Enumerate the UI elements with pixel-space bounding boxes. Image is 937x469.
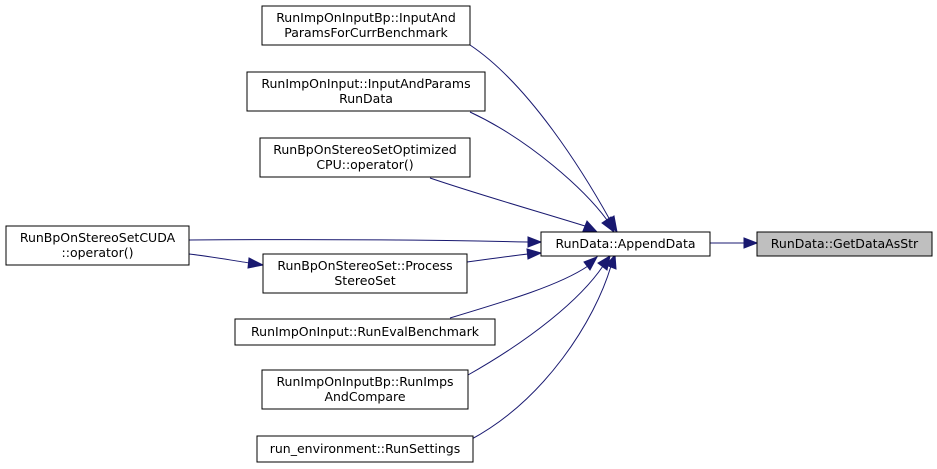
node-runimpscompare[interactable]: RunImpOnInputBp::RunImps AndCompare xyxy=(261,369,469,410)
node-label-line1: RunBpOnStereoSet::Process xyxy=(277,258,452,273)
node-appenddata[interactable]: RunData::AppendData xyxy=(540,231,711,257)
node-label-line2: StereoSet xyxy=(334,273,395,288)
edge-optimizedcpu-to-appenddata xyxy=(429,177,599,233)
node-getdataasstr[interactable]: RunData::GetDataAsStr xyxy=(756,231,933,257)
node-label-line2: RunData xyxy=(339,91,393,106)
edge-appenddata-to-getdataasstr xyxy=(710,237,759,249)
node-inputparamsrundata[interactable]: RunImpOnInput::InputAndParams RunData xyxy=(246,71,486,112)
node-label: RunImpOnInput::RunEvalBenchmark xyxy=(251,324,480,339)
edge-inputparamsrundata-to-appenddata xyxy=(469,111,615,234)
node-processstereo[interactable]: RunBpOnStereoSet::Process StereoSet xyxy=(262,253,468,294)
node-label-line1: RunImpOnInputBp::RunImps xyxy=(276,374,453,389)
node-inputparamsbp[interactable]: RunImpOnInputBp::InputAnd ParamsForCurrB… xyxy=(261,5,471,46)
edge-processstereo-to-appenddata xyxy=(466,248,543,263)
node-label-line2: AndCompare xyxy=(324,389,405,404)
node-label-line1: RunImpOnInputBp::InputAnd xyxy=(276,10,456,25)
node-label-line2: CPU::operator() xyxy=(316,157,413,172)
node-label-line1: RunBpOnStereoSetOptimized xyxy=(273,142,456,157)
edge-runeval-to-appenddata xyxy=(449,256,599,319)
edge-inputparamsbp-to-appenddata xyxy=(469,44,618,234)
node-label-line2: ParamsForCurrBenchmark xyxy=(284,25,448,40)
node-label-line2: ::operator() xyxy=(62,245,134,260)
node-label: RunData::GetDataAsStr xyxy=(771,236,919,251)
node-cudaoperator[interactable]: RunBpOnStereoSetCUDA ::operator() xyxy=(5,225,190,266)
edge-cuda-to-processstereo xyxy=(188,253,265,269)
node-label: run_environment::RunSettings xyxy=(270,441,461,456)
node-optimizedcpu[interactable]: RunBpOnStereoSetOptimized CPU::operator(… xyxy=(259,137,471,178)
edge-runsettings-to-appenddata xyxy=(469,253,617,441)
node-runeval[interactable]: RunImpOnInput::RunEvalBenchmark xyxy=(234,318,496,346)
node-label: RunData::AppendData xyxy=(555,236,695,251)
edge-cuda-to-appenddata xyxy=(188,236,543,248)
edge-runimpscompare-to-appenddata xyxy=(467,254,611,376)
node-label-line1: RunImpOnInput::InputAndParams xyxy=(261,76,470,91)
node-label-line1: RunBpOnStereoSetCUDA xyxy=(20,230,176,245)
node-runsettings[interactable]: run_environment::RunSettings xyxy=(256,435,474,463)
